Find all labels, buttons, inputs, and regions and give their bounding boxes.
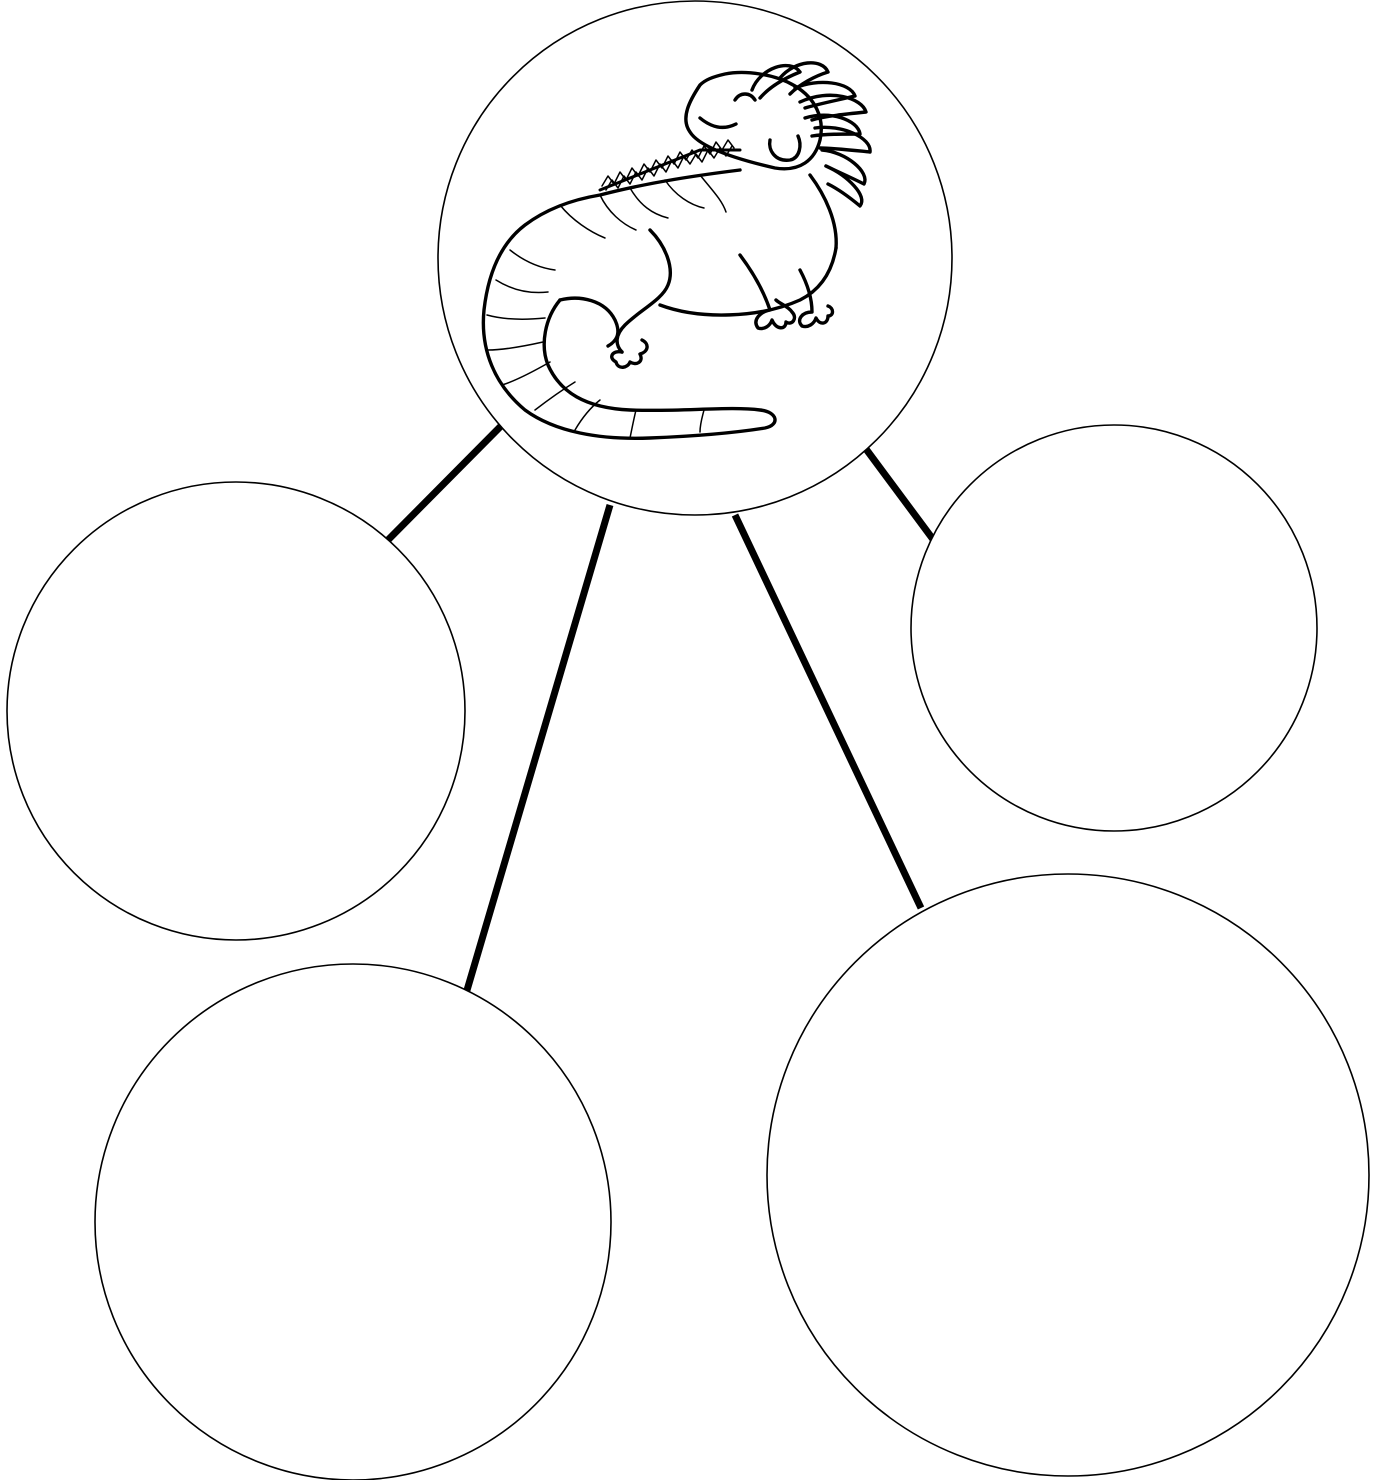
connector-bottom-right [735, 515, 921, 908]
bubble-right[interactable] [911, 425, 1317, 831]
bubbles [7, 1, 1369, 1480]
connector-left [385, 425, 502, 543]
connector-right [866, 449, 935, 542]
bubble-left[interactable] [7, 482, 465, 940]
connector-bottom-left [465, 505, 610, 997]
center-bubble [438, 1, 952, 515]
bubble-bottom-left[interactable] [95, 964, 611, 1480]
bubble-bottom-right[interactable] [767, 874, 1369, 1476]
